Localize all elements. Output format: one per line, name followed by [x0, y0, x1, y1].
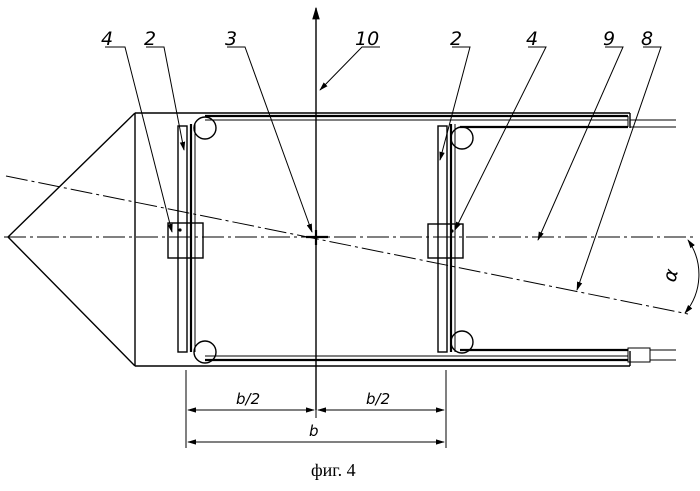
callout-10: 10 — [355, 28, 379, 50]
left-rail — [168, 117, 216, 363]
angle-arc — [685, 240, 699, 313]
angle-label: α — [659, 266, 684, 284]
callout-3: 3 — [225, 28, 237, 50]
dim-total: b — [309, 422, 319, 440]
cable-frame — [205, 116, 676, 362]
dim-half-right: b/2 — [366, 390, 390, 408]
callout-2-left: 2 — [144, 28, 156, 50]
callout-8: 8 — [641, 28, 653, 50]
callout-2-right: 2 — [450, 28, 462, 50]
callout-4-right: 4 — [526, 28, 538, 50]
right-rail — [428, 124, 473, 353]
dim-half-left: b/2 — [236, 390, 260, 408]
callout-4-left: 4 — [101, 28, 113, 50]
callout-leaders — [105, 47, 661, 290]
body-outline — [8, 113, 630, 366]
figure-caption: фиг. 4 — [311, 460, 356, 480]
callout-9: 9 — [603, 28, 615, 50]
